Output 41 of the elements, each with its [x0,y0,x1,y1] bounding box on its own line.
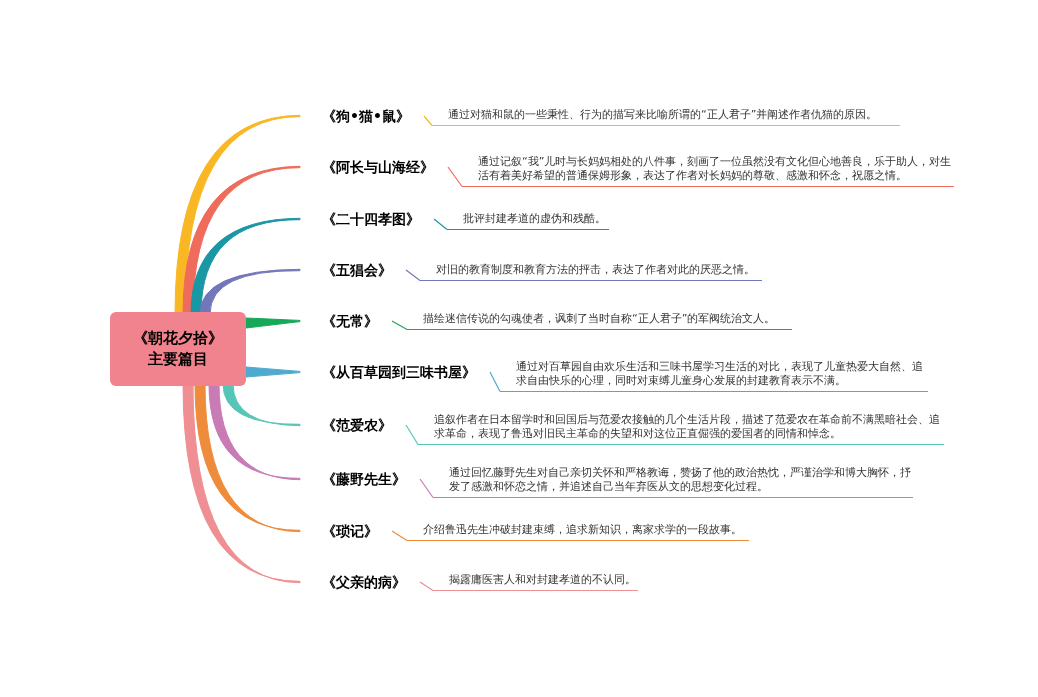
connector-line [419,581,434,592]
description-note: 揭露庸医害人和对封建孝道的不认同。 [433,573,638,591]
topic-title: 《范爱农》 [300,415,406,435]
branch-connector [194,383,301,533]
topic-title: 《阿长与山海经》 [300,157,448,177]
description-note: 通过记叙“我”儿时与长妈妈相处的八件事，刻画了一位虽然没有文化但心地善良，乐于助人，对生活有着美好希望的普通保姆形象，表达了作者对长妈妈的尊敬、感激和怀念，祝愿之情。 [462,155,954,187]
description-note: 对旧的教育制度和教育方法的抨击，表达了作者对此的厌恶之情。 [420,263,762,281]
topic-title: 《狗•猫•鼠》 [300,106,424,126]
connector-line [447,166,463,188]
topic-title: 《琐记》 [300,521,392,541]
topic-title: 《五猖会》 [300,260,406,280]
topic-title: 《二十四孝图》 [300,209,434,229]
branch-connector [190,217,301,315]
branch-connector [245,317,301,329]
branch-connector [208,383,301,481]
topic-title: 《从百草园到三味书屋》 [300,362,490,382]
branch-connector [199,268,301,315]
topic-title: 《父亲的病》 [300,572,420,592]
root-topic-box: 《朝花夕拾》 主要篇目 [110,312,246,386]
connector-line [419,478,434,499]
topic-title: 《无常》 [300,311,392,331]
connector-line [433,218,448,231]
branch-connector [222,383,301,427]
branch-connector [245,366,301,378]
connector-line [489,371,501,393]
connector-line [391,320,408,331]
description-note: 介绍鲁迅先生冲破封建束缚，追求新知识，离家求学的一段故事。 [407,523,749,541]
description-note: 批评封建孝道的虚伪和残酷。 [447,212,609,230]
description-note: 通过对猫和鼠的一些秉性、行为的描写来比喻所谓的“正人君子”并阐述作者仇猫的原因。 [432,108,900,126]
connector-line [423,115,433,127]
description-note: 追叙作者在日本留学时和回国后与范爱农接触的几个生活片段，描述了范爱农在革命前不满黑暗社会、追求革命，表现了鲁迅对旧民主革命的失望和对这位正直倔强的爱国者的同情和悼念。 [418,413,944,445]
connector-line [405,424,419,446]
branch-connector [182,383,301,584]
connector-line [405,269,421,282]
topic-title: 《藤野先生》 [300,469,420,489]
description-note: 通过回忆藤野先生对自己亲切关怀和严格教诲，赞扬了他的政治热忱，严谨治学和博大胸怀，抒发了感激和怀恋之情，并追述自己当年弃医从文的思想变化过程。 [433,466,913,498]
description-note: 通过对百草园自由欢乐生活和三味书屋学习生活的对比，表现了儿童热爱大自然、追求自由快乐的心理，同时对束缚儿童身心发展的封建教育表示不满。 [500,360,928,392]
description-note: 描绘迷信传说的勾魂使者，讽刺了当时自称“正人君子”的军阀统治文人。 [407,312,792,330]
branch-connector [182,165,301,315]
connector-line [391,530,408,542]
branch-connector [174,114,301,315]
